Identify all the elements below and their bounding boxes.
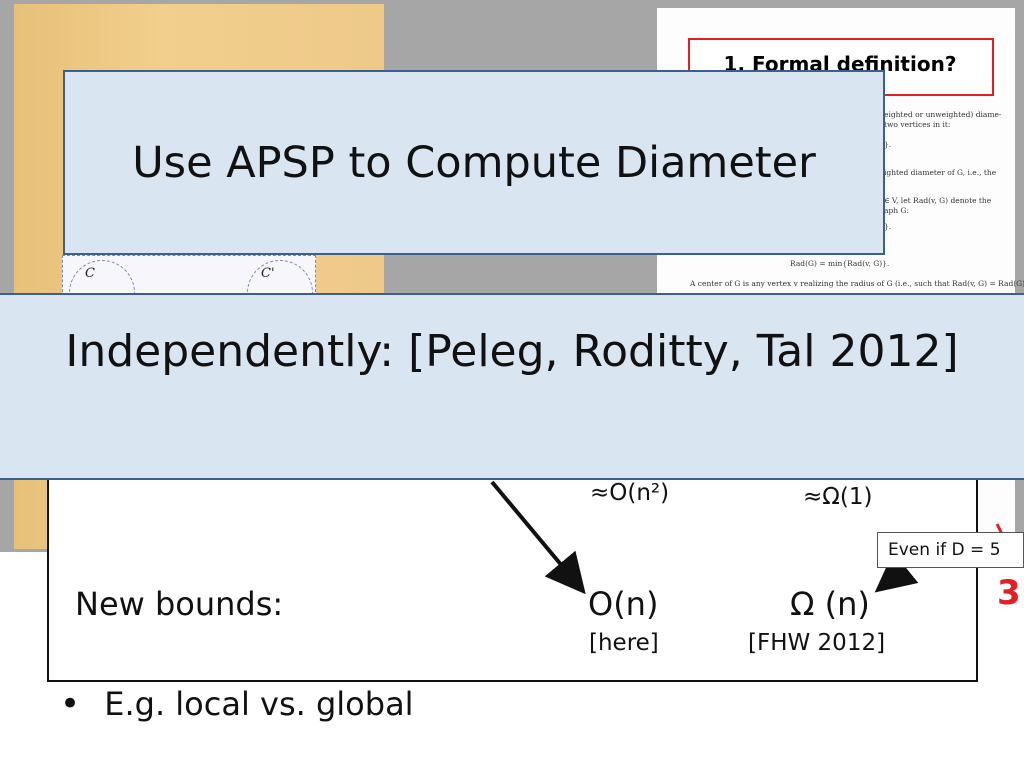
bullet-text: E.g. local vs. global (104, 685, 414, 723)
red-three-mark: 3 (997, 573, 1021, 613)
new-lower-citation: [FHW 2012] (748, 630, 886, 656)
citation-banner (0, 293, 1024, 480)
bullet-dot: • (60, 684, 81, 724)
diameter-callout: Even if D = 5 (877, 532, 1024, 568)
new-bounds-label: New bounds: (75, 585, 284, 623)
bullet-item: • E.g. local vs. global (60, 684, 414, 724)
title-panel (63, 70, 885, 255)
old-lower-bound: ≈Ω(1) (803, 484, 873, 510)
paper-line: ∈ V, let Rad(v, G) denote the (884, 196, 992, 205)
paper-line: Rad(G) = min{Rad(v, G)}. (790, 259, 890, 268)
arrow-to-lower-bound (874, 551, 919, 593)
paper-line: eighted or unweighted) diame- (884, 110, 1002, 119)
new-lower-bound: Ω (n) (790, 585, 870, 623)
paper-line: }. (884, 140, 892, 149)
arrow-to-upper-bound (490, 480, 586, 595)
slide-title: Use APSP to Compute Diameter (132, 138, 816, 188)
new-upper-citation: [here] (589, 630, 659, 656)
paper-line: A center of G is any vertex v realizing … (690, 279, 1024, 288)
figure-label-c-prime: C' (261, 266, 275, 281)
new-upper-bound: O(n) (588, 585, 659, 623)
old-upper-bound: ≈O(n²) (590, 480, 670, 506)
figure-label-c: C (85, 266, 95, 281)
paper-line: two vertices in it: (884, 120, 951, 129)
paper-line: }. (884, 222, 892, 231)
paper-line: ighted diameter of G, i.e., the (884, 168, 997, 177)
citation-banner-text: Independently: [Peleg, Roditty, Tal 2012… (65, 326, 959, 377)
paper-line: aph G: (884, 206, 910, 215)
bounds-content-box (47, 460, 978, 682)
